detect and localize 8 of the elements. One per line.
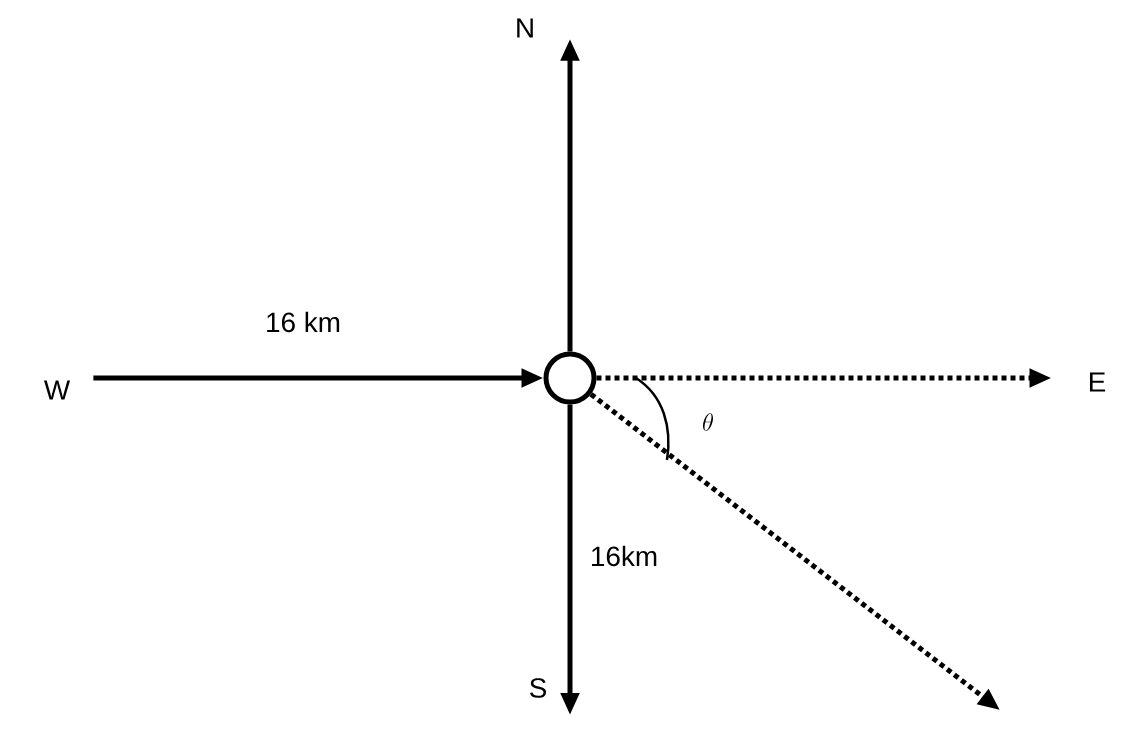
circle-marker <box>543 351 597 405</box>
edge-label: 16 km <box>267 311 340 333</box>
angle-label: $\theta$ <box>703 413 713 431</box>
direction-label: E <box>1090 372 1106 392</box>
direction-label: W <box>43 380 71 400</box>
direction-label: S <box>529 678 547 698</box>
direction-label: N <box>517 18 533 38</box>
edge-label: 16km <box>592 545 657 567</box>
